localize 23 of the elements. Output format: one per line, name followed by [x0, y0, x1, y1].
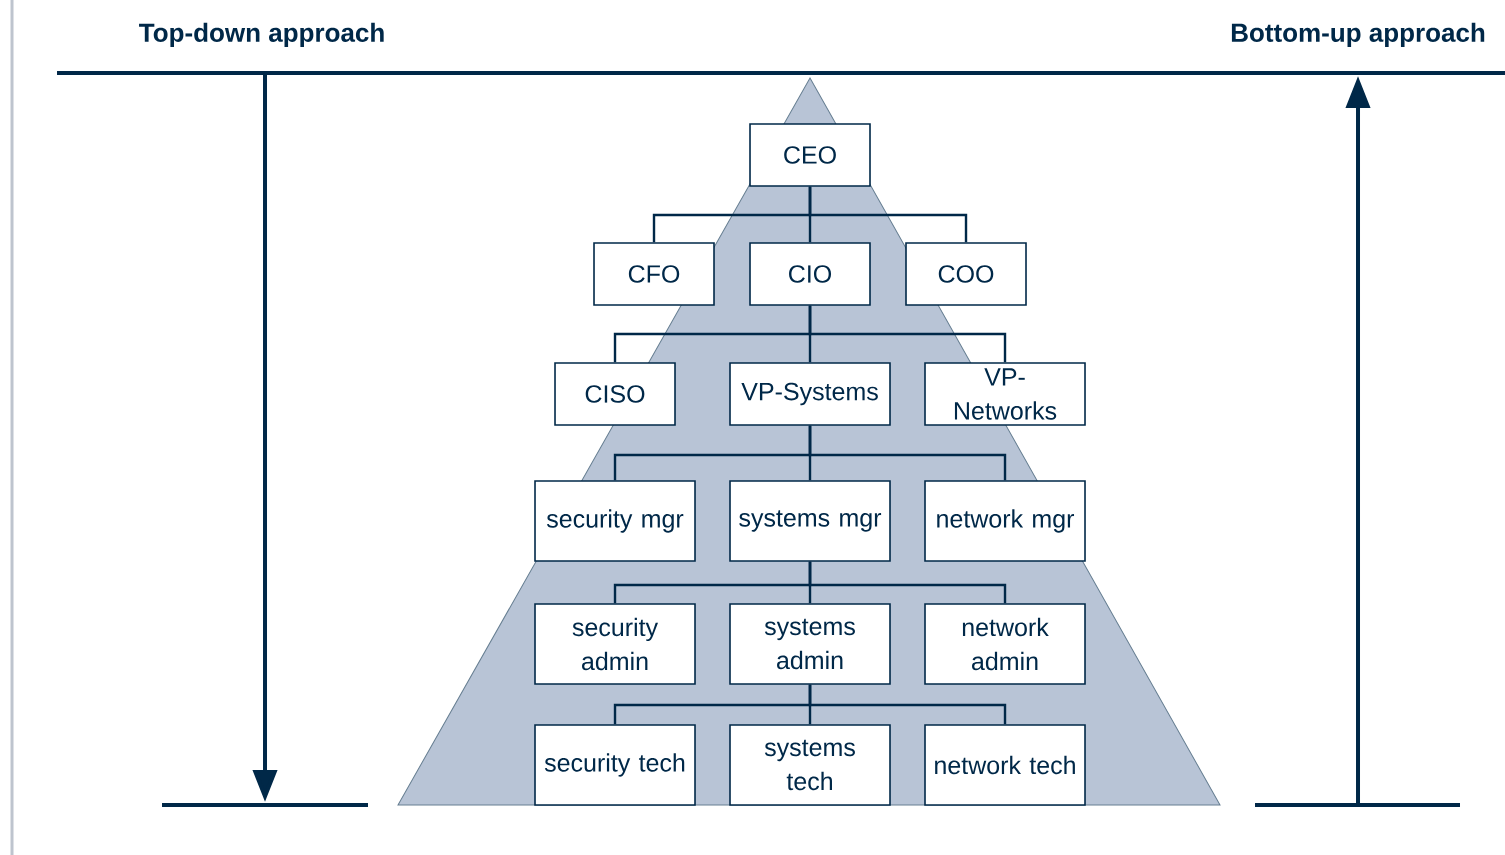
org-box: VP-Systems [729, 362, 891, 426]
org-box: COO [905, 242, 1027, 306]
org-box: security mgr [534, 480, 696, 562]
org-box: network admin [924, 603, 1086, 685]
org-box: CIO [749, 242, 871, 306]
org-box: CISO [554, 362, 676, 426]
org-box: CFO [593, 242, 715, 306]
org-box: systems tech [729, 724, 891, 806]
org-box: systems mgr [729, 480, 891, 562]
connector [808, 425, 1007, 481]
org-box: systems admin [729, 603, 891, 685]
heading: Top-down approach [139, 22, 384, 48]
org-box: network tech [924, 724, 1086, 806]
connector [808, 561, 1007, 604]
connector [808, 186, 968, 243]
connector [808, 305, 1007, 363]
org-box: security tech [534, 724, 696, 806]
org-box: VP-Networks [924, 362, 1086, 426]
org-box: network mgr [924, 480, 1086, 562]
org-box: security admin [534, 603, 696, 685]
org-box: CEO [749, 123, 871, 187]
connector [808, 684, 1007, 725]
heading: Bottom-up approach [1231, 22, 1485, 48]
